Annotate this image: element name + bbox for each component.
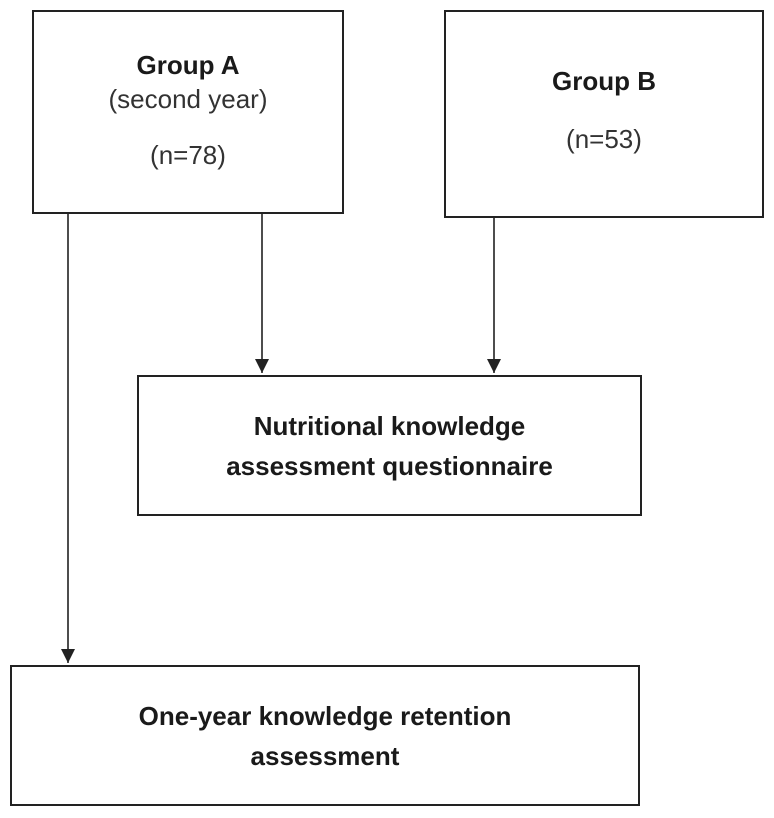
retention-box: One-year knowledge retention assessment	[10, 665, 640, 806]
questionnaire-line-2: assessment questionnaire	[226, 450, 553, 481]
group-a-title: Group A	[136, 50, 240, 80]
group-b-box: Group B (n=53)	[444, 10, 764, 218]
group-b-title: Group B	[552, 66, 656, 96]
group-a-count: (n=78)	[150, 140, 226, 170]
retention-line-2: assessment	[250, 740, 400, 771]
group-a-box: Group A (second year) (n=78)	[32, 10, 344, 214]
retention-line-1: One-year knowledge retention	[138, 700, 512, 731]
group-a-subtitle: (second year)	[108, 84, 268, 114]
questionnaire-line-1: Nutritional knowledge	[253, 410, 526, 441]
questionnaire-box: Nutritional knowledge assessment questio…	[137, 375, 642, 516]
group-b-count: (n=53)	[566, 124, 642, 154]
